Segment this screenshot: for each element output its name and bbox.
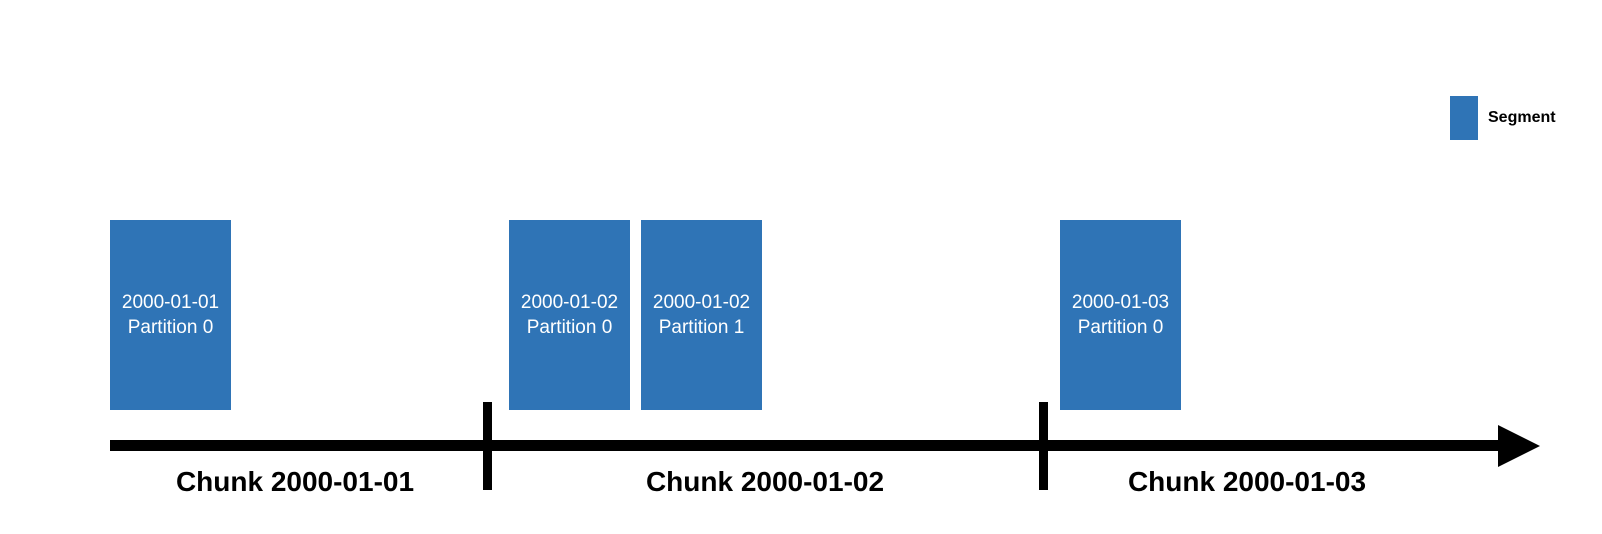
segment-partition: Partition 1 [658, 317, 745, 338]
timeline-axis [110, 440, 1500, 451]
segment-2000-01-02-partition-0: 2000-01-02 Partition 0 [509, 220, 630, 410]
segment-2000-01-01-partition-0: 2000-01-01 Partition 0 [110, 220, 231, 410]
segment-2000-01-03-partition-0: 2000-01-03 Partition 0 [1060, 220, 1181, 410]
segment-2000-01-02-partition-1: 2000-01-02 Partition 1 [641, 220, 762, 410]
legend-swatch-segment [1450, 96, 1478, 140]
legend-label-segment: Segment [1488, 109, 1556, 126]
legend: Segment [1450, 96, 1556, 140]
chunk-label-2000-01-03: Chunk 2000-01-03 [1127, 466, 1367, 497]
segment-date: 2000-01-01 [121, 292, 220, 313]
segment-partition: Partition 0 [1077, 317, 1164, 338]
segment-date: 2000-01-02 [520, 292, 619, 313]
chunk-divider-1 [483, 402, 492, 490]
segment-date: 2000-01-03 [1071, 292, 1170, 313]
chunk-label-2000-01-01: Chunk 2000-01-01 [175, 466, 415, 497]
chunk-label-2000-01-02: Chunk 2000-01-02 [645, 466, 885, 497]
segment-partition: Partition 0 [526, 317, 613, 338]
segment-date: 2000-01-02 [652, 292, 751, 313]
timeline-arrowhead [1498, 425, 1540, 467]
segment-partition: Partition 0 [127, 317, 214, 338]
chunk-divider-2 [1039, 402, 1048, 490]
